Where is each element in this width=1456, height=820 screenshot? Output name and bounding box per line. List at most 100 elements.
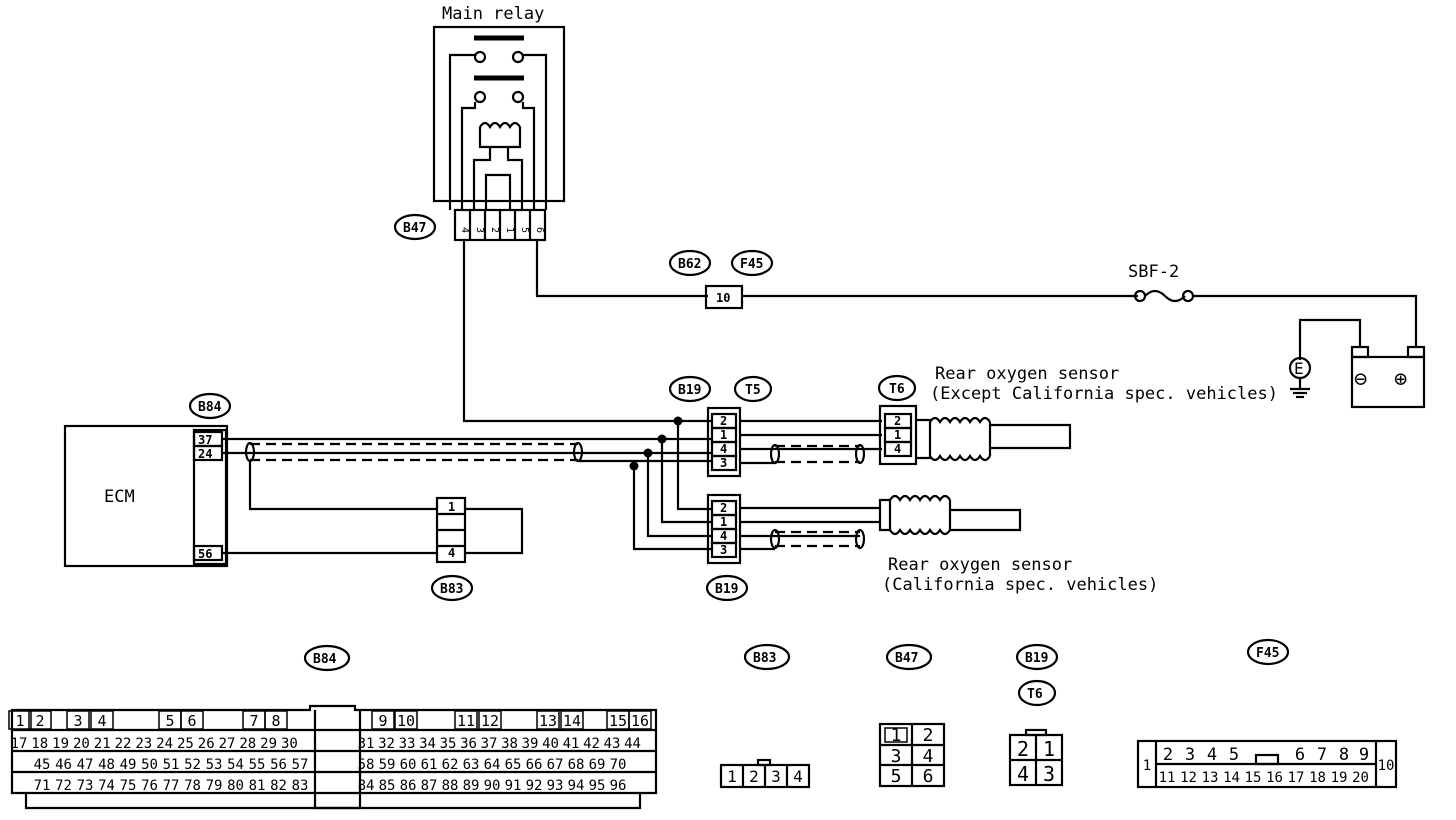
legend-tag-f45: F45 — [1256, 646, 1279, 661]
b84-pin: 79 — [206, 778, 223, 794]
b84-pin: 19 — [52, 736, 69, 752]
b84-pin: 2 — [35, 712, 44, 730]
b84-pin: 69 — [589, 757, 606, 773]
b84-pin: 42 — [583, 736, 600, 752]
b84-connector-face — [10, 704, 658, 810]
main-relay — [432, 25, 566, 242]
b84-pin: 68 — [568, 757, 585, 773]
b83-pin-4: 4 — [448, 546, 455, 560]
b84-pin: 56 — [270, 757, 287, 773]
b84-pin: 74 — [98, 778, 115, 794]
t6-pin-4: 4 — [894, 442, 901, 456]
b83-pin-1: 1 — [448, 500, 455, 514]
legend-tag-b19: B19 — [1025, 651, 1048, 666]
b84-pin: 71 — [34, 778, 51, 794]
b84-pin: 66 — [526, 757, 543, 773]
b19-t6-legend-pin: 2 — [1017, 737, 1029, 761]
b84-pin: 90 — [484, 778, 501, 794]
main-relay-label: Main relay — [442, 4, 544, 24]
b47-legend-pin: 6 — [923, 766, 934, 787]
f45-legend-pin: 18 — [1309, 770, 1326, 786]
b84-pin: 13 — [539, 712, 557, 730]
rear-oxygen-sensor-label: Rear oxygen sensor — [935, 364, 1119, 384]
b84-pin: 57 — [292, 757, 309, 773]
b84-pin: 70 — [610, 757, 627, 773]
b84-pin: 58 — [358, 757, 375, 773]
b84-pin: 11 — [457, 712, 475, 730]
f45-legend-pin: 14 — [1223, 770, 1240, 786]
b84-pin: 46 — [55, 757, 72, 773]
b84-pin: 25 — [177, 736, 194, 752]
b84-pin: 23 — [135, 736, 152, 752]
b83-legend-pin: 1 — [727, 767, 737, 786]
tag-b83: B83 — [440, 582, 463, 597]
b84-pin: 95 — [589, 778, 606, 794]
battery-minus-symbol: ⊖ — [1354, 367, 1367, 392]
b84-pin: 54 — [227, 757, 244, 773]
t5-pin-2: 2 — [720, 414, 727, 428]
b84-pin: 96 — [610, 778, 627, 794]
b84-pin: 62 — [442, 757, 459, 773]
b84-pin-cell — [66, 710, 90, 730]
b84-pin: 36 — [460, 736, 477, 752]
b84-pin: 18 — [31, 736, 48, 752]
relay-pin: 6 — [534, 227, 545, 233]
b84-pin-cell — [454, 710, 478, 730]
tag-b19-top: B19 — [678, 383, 701, 398]
b84-pin: 50 — [141, 757, 158, 773]
tag-b47: B47 — [403, 221, 426, 236]
f45-legend-pin: 3 — [1185, 745, 1195, 765]
b84-pin: 8 — [271, 712, 280, 730]
b84-pin: 14 — [563, 712, 581, 730]
b19-pin-3: 3 — [720, 543, 727, 557]
b84-pin: 10 — [397, 712, 415, 730]
sbf-fuse-label: SBF-2 — [1128, 262, 1179, 282]
b84-pin: 44 — [624, 736, 641, 752]
f45-legend-pin: 16 — [1266, 770, 1283, 786]
f45-legend-pin: 17 — [1288, 770, 1305, 786]
b84-pin: 32 — [378, 736, 395, 752]
b84-pin-cell — [478, 710, 502, 730]
b84-pin: 17 — [11, 736, 28, 752]
b84-pin: 30 — [281, 736, 298, 752]
b84-pin: 65 — [505, 757, 522, 773]
b84-pin: 61 — [421, 757, 438, 773]
f45-legend-pin: 4 — [1207, 745, 1217, 765]
t6-pin-1: 1 — [894, 428, 901, 442]
f45-legend-pin: 8 — [1339, 745, 1349, 765]
b84-pin: 21 — [94, 736, 111, 752]
relay-pin: 3 — [474, 227, 485, 233]
pin-10: 10 — [716, 291, 730, 305]
b84-pin: 92 — [526, 778, 543, 794]
b47-legend-pin: 2 — [923, 725, 934, 746]
relay-pin: 1 — [504, 227, 515, 233]
legend-tag-b83: B83 — [753, 651, 776, 666]
b84-pin: 31 — [358, 736, 375, 752]
tag-t5: T5 — [745, 383, 761, 398]
b84-pin: 83 — [292, 778, 309, 794]
b84-pin: 7 — [249, 712, 258, 730]
f45-legend-pin: 11 — [1159, 770, 1176, 786]
f45-legend-pin: 20 — [1352, 770, 1369, 786]
b84-pin: 84 — [358, 778, 375, 794]
b84-pin: 41 — [563, 736, 580, 752]
b84-pin-cell — [371, 710, 395, 730]
b84-pin: 67 — [547, 757, 564, 773]
f45-legend-pin: 10 — [1378, 758, 1395, 774]
rear-oxygen-sensor-california-variant-label: (California spec. vehicles) — [882, 575, 1158, 595]
f45-legend-pin: 6 — [1295, 745, 1305, 765]
b19-t6-legend-pin: 3 — [1043, 762, 1055, 786]
f45-legend-pin: 13 — [1202, 770, 1219, 786]
b84-pin: 43 — [604, 736, 621, 752]
connector-tag-ovals — [188, 213, 1290, 707]
b84-pin: 85 — [379, 778, 396, 794]
b84-pin-cell — [8, 710, 32, 730]
b84-pin: 3 — [73, 712, 82, 730]
f45-legend-pin: 12 — [1180, 770, 1197, 786]
b84-pin: 88 — [442, 778, 459, 794]
